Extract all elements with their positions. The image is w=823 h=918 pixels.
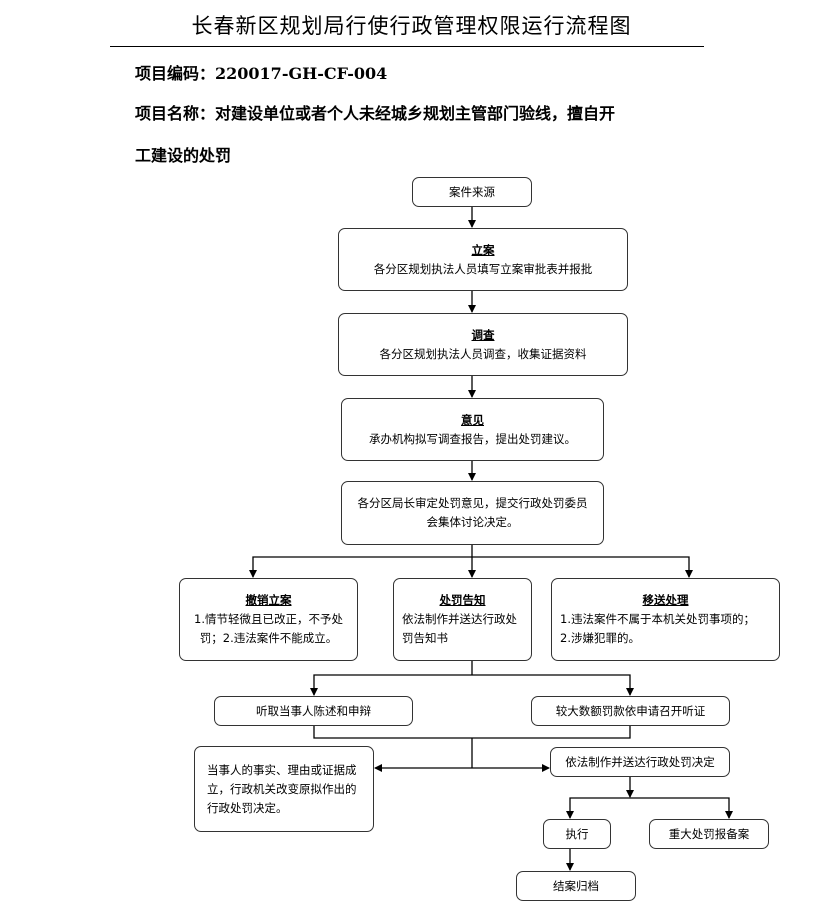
project-name-continued: 工建设的处罚 (135, 146, 232, 165)
node-text: 依法制作并送达行政处罚决定 (565, 754, 715, 769)
node-text: 听取当事人陈述和申辩 (256, 703, 371, 718)
branch-notify-hearing (472, 674, 634, 696)
branch-to-execute (566, 797, 630, 819)
node-decision: 各分区局长审定处罚意见，提交行政处罚委员会集体讨论决定。 (341, 481, 604, 545)
node-text: 结案归档 (553, 878, 599, 893)
merge-hear-hearing (313, 725, 631, 739)
node-text: 执行 (565, 826, 589, 841)
node-heading: 移送处理 (642, 593, 689, 607)
project-code-value: 220017-GH-CF-004 (215, 64, 388, 83)
node-text: 1.情节轻微且已改正，不予处罚；2.违法案件不能成立。 (194, 612, 343, 645)
node-change-decision: 当事人的事实、理由或证据成立，行政机关改变原拟作出的行政处罚决定。 (194, 746, 374, 832)
node-notify: 处罚告知 依法制作并送达行政处罚告知书 (393, 578, 532, 661)
node-heading: 调查 (471, 327, 495, 342)
project-name-label: 项目名称： (135, 104, 216, 123)
branch-decision-transfer (472, 556, 693, 578)
title-divider (110, 46, 704, 47)
project-code: 项目编码：220017-GH-CF-004 (135, 60, 387, 84)
node-heading: 意见 (461, 412, 484, 427)
node-text: 当事人的事实、理由或证据成立，行政机关改变原拟作出的行政处罚决定。 (207, 762, 357, 815)
branch-notify-hear (310, 674, 472, 696)
project-code-label: 项目编码： (135, 64, 216, 83)
node-text: 重大处罚报备案 (668, 826, 750, 841)
node-text: 各分区局长审定处罚意见，提交行政处罚委员会集体讨论决定。 (357, 496, 588, 529)
node-text-line1: 1.违法案件不属于本机关处罚事项的； (560, 612, 755, 626)
node-penalty-decision: 依法制作并送达行政处罚决定 (550, 747, 730, 777)
node-investigate: 调查 各分区规划执法人员调查，收集证据资料 (338, 313, 628, 376)
branch-to-report (630, 797, 733, 819)
project-name: 项目名称：对建设单位或者个人未经城乡规划主管部门验线，擅自开 (135, 100, 615, 124)
node-register: 立案 各分区规划执法人员填写立案审批表并报批 (338, 228, 628, 291)
node-transfer: 移送处理 1.违法案件不属于本机关处罚事项的； 2.涉嫌犯罪的。 (551, 578, 780, 661)
node-report: 重大处罚报备案 (649, 819, 769, 849)
node-hear-statement: 听取当事人陈述和申辩 (214, 696, 413, 726)
node-text: 案件来源 (449, 184, 495, 199)
node-heading: 撤销立案 (245, 593, 292, 607)
node-text: 较大数额罚款依申请召开听证 (555, 703, 706, 718)
node-text: 依法制作并送达行政处罚告知书 (402, 612, 517, 645)
page-title: 长春新区规划局行使行政管理权限运行流程图 (191, 14, 632, 38)
node-opinion: 意见 承办机构拟写调查报告，提出处罚建议。 (341, 398, 604, 461)
branch-decision-revoke (249, 556, 472, 578)
node-text: 各分区规划执法人员填写立案审批表并报批 (373, 261, 593, 276)
node-text-line2: 2.涉嫌犯罪的。 (560, 631, 640, 645)
node-text: 各分区规划执法人员调查，收集证据资料 (379, 346, 587, 361)
project-name-line1: 对建设单位或者个人未经城乡规划主管部门验线，擅自开 (215, 104, 616, 123)
node-hearing: 较大数额罚款依申请召开听证 (531, 696, 730, 726)
node-text: 承办机构拟写调查报告，提出处罚建议。 (369, 431, 576, 446)
node-case-source: 案件来源 (412, 177, 532, 207)
node-archive: 结案归档 (516, 871, 636, 901)
node-revoke: 撤销立案 1.情节轻微且已改正，不予处罚；2.违法案件不能成立。 (179, 578, 358, 661)
node-heading: 处罚告知 (439, 593, 486, 607)
node-heading: 立案 (471, 242, 495, 257)
node-execute: 执行 (543, 819, 611, 849)
